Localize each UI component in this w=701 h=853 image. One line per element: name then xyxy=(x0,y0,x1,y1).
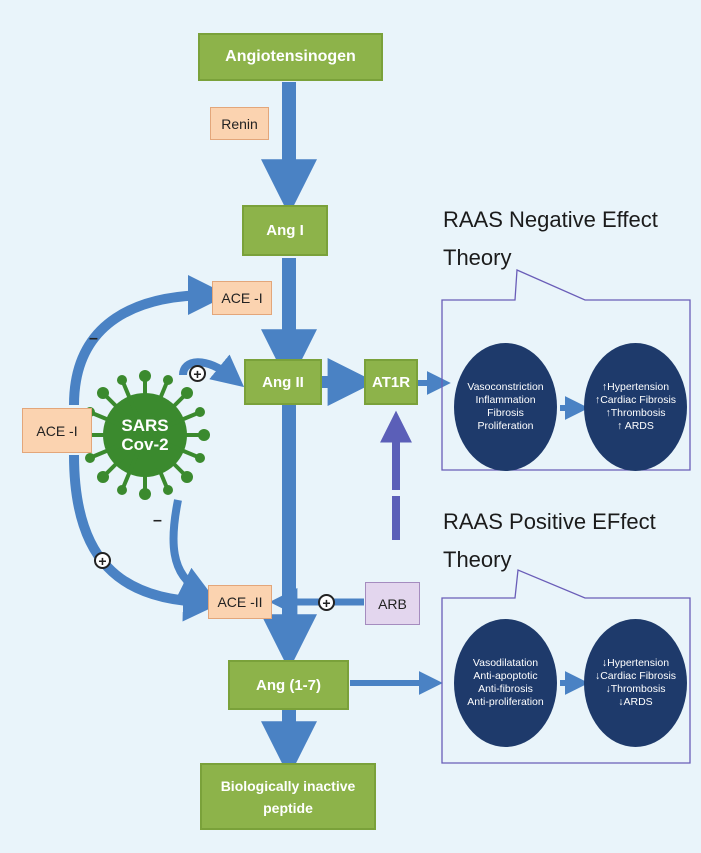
negative-effect-item-1: Vasoconstriction xyxy=(467,381,544,393)
node-ang1: Ang I xyxy=(242,205,328,256)
arb-block-bar xyxy=(388,490,404,496)
positive-theory-title-line1: RAAS Positive EFfect xyxy=(443,509,656,534)
minus-sign-virus-ace2: – xyxy=(153,512,162,529)
positive-effect-item-3: Anti-fibrosis xyxy=(478,683,533,695)
positive-outcome-item-3: ↓Thrombosis xyxy=(605,683,666,695)
positive-effect-item-2: Anti-apoptotic xyxy=(473,670,538,682)
positive-outcome-item-4: ↓ARDS xyxy=(618,696,653,708)
negative-outcome-item-2: ↑Cardiac Fibrosis xyxy=(594,394,677,406)
positive-bubble-outline xyxy=(441,569,691,764)
negative-effect-item-3: Fibrosis xyxy=(487,407,524,419)
plus-sign-ace1-ace2: + xyxy=(94,552,111,569)
node-ang17: Ang (1-7) xyxy=(228,660,349,710)
plus-sign-arb-ace2: + xyxy=(318,594,335,611)
arrow-ace1-curve-up xyxy=(69,275,228,406)
positive-outcomes-circle: ↓Hypertension↓Cardiac Fibrosis↓Thrombosi… xyxy=(584,619,687,747)
negative-outcome-item-1: ↑Hypertension xyxy=(601,381,670,393)
positive-outcome-item-1: ↓Hypertension xyxy=(601,657,670,669)
negative-outcome-item-3: ↑Thrombosis xyxy=(605,407,666,419)
virus-label: SARS Cov-2 xyxy=(115,416,175,454)
negative-outcomes-circle: ↑Hypertension↑Cardiac Fibrosis↑Thrombosi… xyxy=(584,343,687,471)
negative-effect-item-2: Inflammation xyxy=(475,394,536,406)
plus-sign-virus-ang2: + xyxy=(189,365,206,382)
virus-label-line1: SARS xyxy=(121,416,169,435)
node-angiotensinogen: Angiotensinogen xyxy=(198,33,383,81)
node-ang2: Ang II xyxy=(244,359,322,405)
node-ace2: ACE -II xyxy=(208,585,272,619)
node-biologically-inactive-peptide: Biologically inactive peptide xyxy=(200,763,376,830)
positive-outcome-item-2: ↓Cardiac Fibrosis xyxy=(594,670,677,682)
positive-effect-item-4: Anti-proliferation xyxy=(467,696,544,708)
positive-theory-title: RAAS Positive EFfect Theory xyxy=(443,503,656,579)
arrow-virus-to-ang2 xyxy=(179,354,245,388)
node-renin: Renin xyxy=(210,107,269,140)
node-arb: ARB xyxy=(365,582,420,625)
positive-theory-title-line2: Theory xyxy=(443,547,512,572)
node-at1r: AT1R xyxy=(364,359,418,405)
negative-bubble-outline xyxy=(441,269,691,471)
minus-sign-ace1: – xyxy=(89,330,98,347)
node-ace1-left: ACE -I xyxy=(22,408,92,453)
negative-effect-item-4: Proliferation xyxy=(477,420,534,432)
negative-theory-title: RAAS Negative Effect Theory xyxy=(443,201,658,277)
negative-outcome-item-4: ↑ ARDS xyxy=(617,420,654,432)
negative-theory-title-line1: RAAS Negative Effect xyxy=(443,207,658,232)
arrow-virus-to-ace2 xyxy=(169,499,213,597)
node-ace1-top: ACE -I xyxy=(212,281,272,315)
negative-theory-title-line2: Theory xyxy=(443,245,512,270)
virus-label-line2: Cov-2 xyxy=(121,435,169,454)
positive-effect-item-1: Vasodilatation xyxy=(472,657,539,669)
